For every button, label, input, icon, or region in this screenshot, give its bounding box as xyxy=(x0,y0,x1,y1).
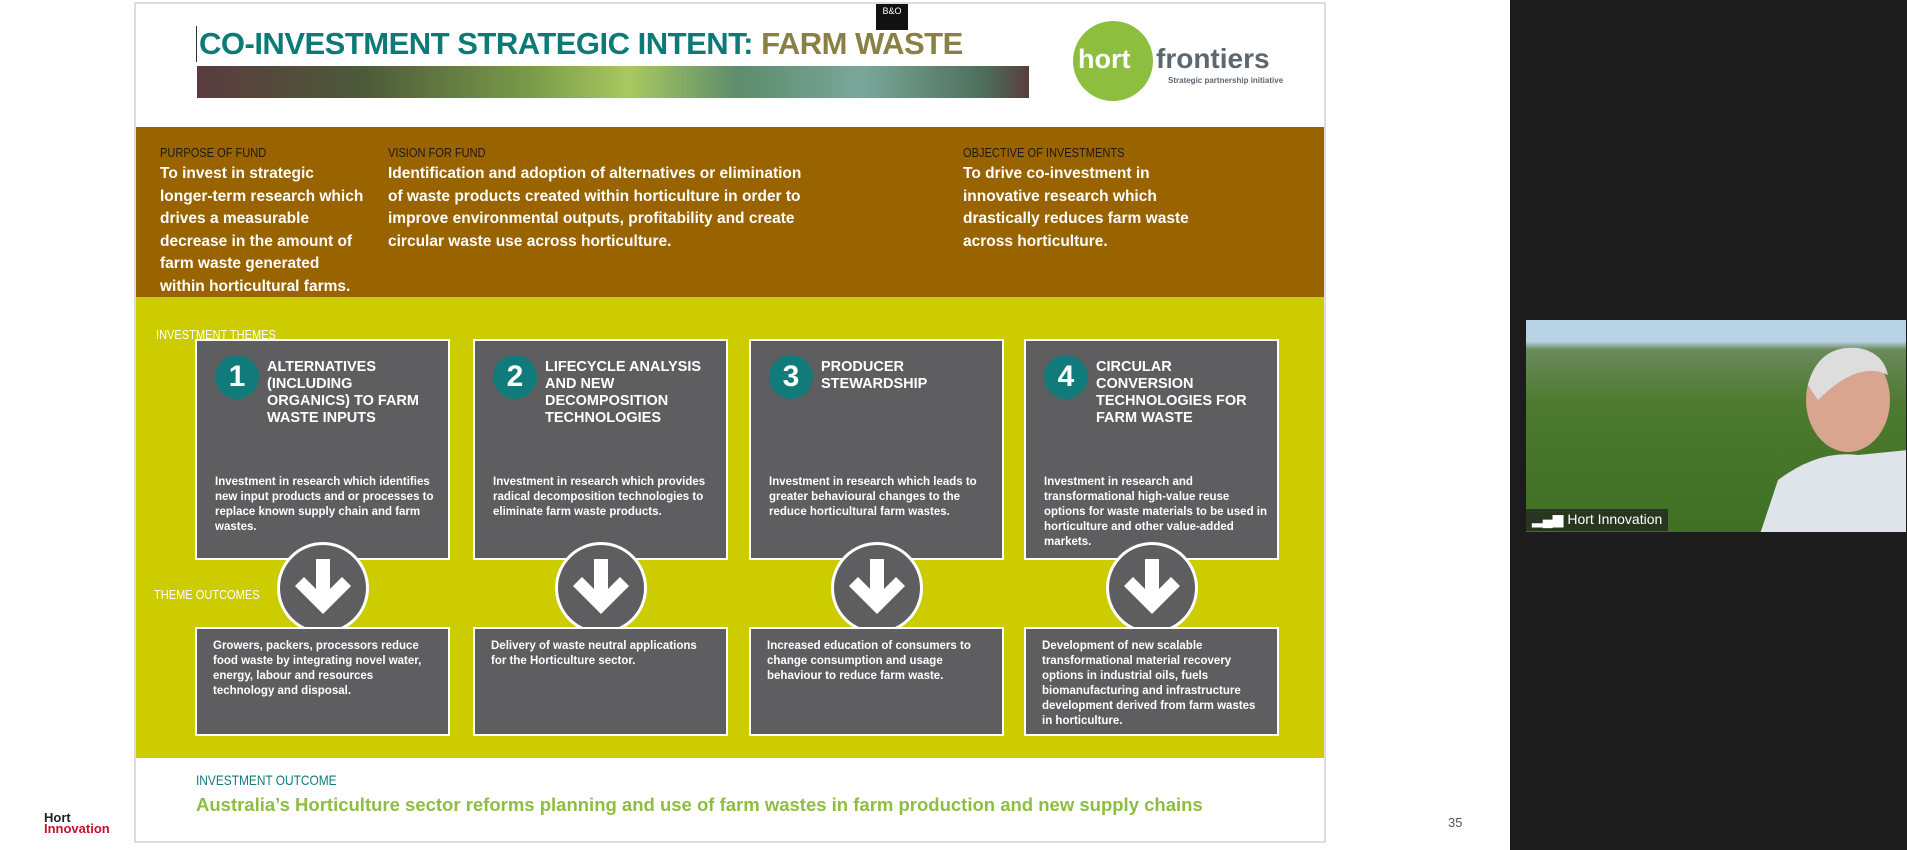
theme-outcome-card: Delivery of waste neutral applications f… xyxy=(473,627,728,736)
objective-label: OBJECTIVE OF INVESTMENTS xyxy=(963,145,1125,160)
participant-name-tag: ▂▄▆ Hort Innovation xyxy=(1526,509,1669,531)
theme-card: 2 LIFECYCLE ANALYSIS AND NEW DECOMPOSITI… xyxy=(473,339,728,560)
theme-number-badge: 1 xyxy=(215,355,259,399)
logo-tagline: Strategic partnership initiative xyxy=(1168,76,1284,85)
down-arrow-circle xyxy=(277,542,369,634)
logo-line1: Hort xyxy=(44,810,71,825)
themes-band: INVESTMENT THEMES THEME OUTCOMES 1 ALTER… xyxy=(136,297,1324,758)
logo-hort-text: hort xyxy=(1078,44,1131,74)
theme-description: Investment in research which provides ra… xyxy=(493,476,706,518)
investment-outcome-text: Australia’s Horticulture sector reforms … xyxy=(196,794,1203,815)
theme-outcome-text: Increased education of consumers to chan… xyxy=(767,640,971,682)
participant-figure xyxy=(1760,347,1906,532)
page-number: 35 xyxy=(1448,815,1463,830)
logo-frontiers-text: frontiers xyxy=(1156,43,1270,74)
theme-outcome-text: Growers, packers, processors reduce food… xyxy=(213,640,422,697)
theme-card: 1 ALTERNATIVES (INCLUDING ORGANICS) TO F… xyxy=(195,339,450,560)
presentation-slide: B&O CO-INVESTMENT STRATEGIC INTENT: FARM… xyxy=(134,2,1326,843)
theme-card: 4 CIRCULAR CONVERSION TECHNOLOGIES FOR F… xyxy=(1024,339,1279,560)
theme-title: PRODUCER STEWARDSHIP xyxy=(821,359,928,392)
hort-frontiers-logo xyxy=(1073,21,1153,101)
theme-title: CIRCULAR CONVERSION TECHNOLOGIES FOR FAR… xyxy=(1096,359,1247,426)
theme-description: Investment in research and transformatio… xyxy=(1044,476,1268,548)
participant-name: Hort Innovation xyxy=(1567,511,1663,527)
theme-title: ALTERNATIVES (INCLUDING ORGANICS) TO FAR… xyxy=(267,359,419,426)
theme-description: Investment in research which leads to gr… xyxy=(769,476,977,518)
down-arrow-circle xyxy=(1106,542,1198,634)
purpose-label: PURPOSE OF FUND xyxy=(160,145,267,160)
arrow-down-icon xyxy=(295,559,351,614)
outcomes-label: THEME OUTCOMES xyxy=(154,587,260,602)
theme-title: LIFECYCLE ANALYSIS AND NEW DECOMPOSITION… xyxy=(545,359,702,426)
bo-badge: B&O xyxy=(876,4,908,30)
down-arrow-circle xyxy=(831,542,923,634)
investment-outcome-label: INVESTMENT OUTCOME xyxy=(196,772,337,788)
fund-summary-band: PURPOSE OF FUND To invest in strategic l… xyxy=(136,127,1324,297)
theme-outcome-text: Delivery of waste neutral applications f… xyxy=(491,640,697,667)
arrow-down-icon xyxy=(849,559,905,614)
theme-number-badge: 3 xyxy=(769,355,813,399)
title-part2: FARM WASTE xyxy=(761,26,963,61)
title-part1: CO-INVESTMENT STRATEGIC INTENT: xyxy=(199,26,753,61)
objective-text: To drive co-investment in innovative res… xyxy=(963,165,1189,250)
theme-description: Investment in research which identifies … xyxy=(215,476,434,533)
vision-label: VISION FOR FUND xyxy=(388,145,486,160)
theme-outcome-card: Development of new scalable transformati… xyxy=(1024,627,1279,736)
logo-line2: Innovation xyxy=(44,821,110,836)
down-arrow-circle xyxy=(555,542,647,634)
themes-label: INVESTMENT THEMES xyxy=(156,327,276,342)
signal-icon: ▂▄▆ xyxy=(1532,511,1568,527)
vision-text: Identification and adoption of alternati… xyxy=(388,165,802,250)
theme-card: 3 PRODUCER STEWARDSHIP Investment in res… xyxy=(749,339,1004,560)
theme-outcome-card: Growers, packers, processors reduce food… xyxy=(195,627,450,736)
purpose-text: To invest in strategic longer-term resea… xyxy=(160,165,364,295)
slide-title: CO-INVESTMENT STRATEGIC INTENT: FARM WAS… xyxy=(196,26,963,62)
arrow-down-icon xyxy=(1124,559,1180,614)
plants-image-strip xyxy=(197,66,1029,98)
theme-number-badge: 4 xyxy=(1044,355,1088,399)
theme-number-badge: 2 xyxy=(493,355,537,399)
participant-video[interactable]: ▂▄▆ Hort Innovation xyxy=(1526,320,1906,532)
arrow-down-icon xyxy=(573,559,629,614)
theme-outcome-text: Development of new scalable transformati… xyxy=(1042,640,1256,727)
theme-outcome-card: Increased education of consumers to chan… xyxy=(749,627,1004,736)
